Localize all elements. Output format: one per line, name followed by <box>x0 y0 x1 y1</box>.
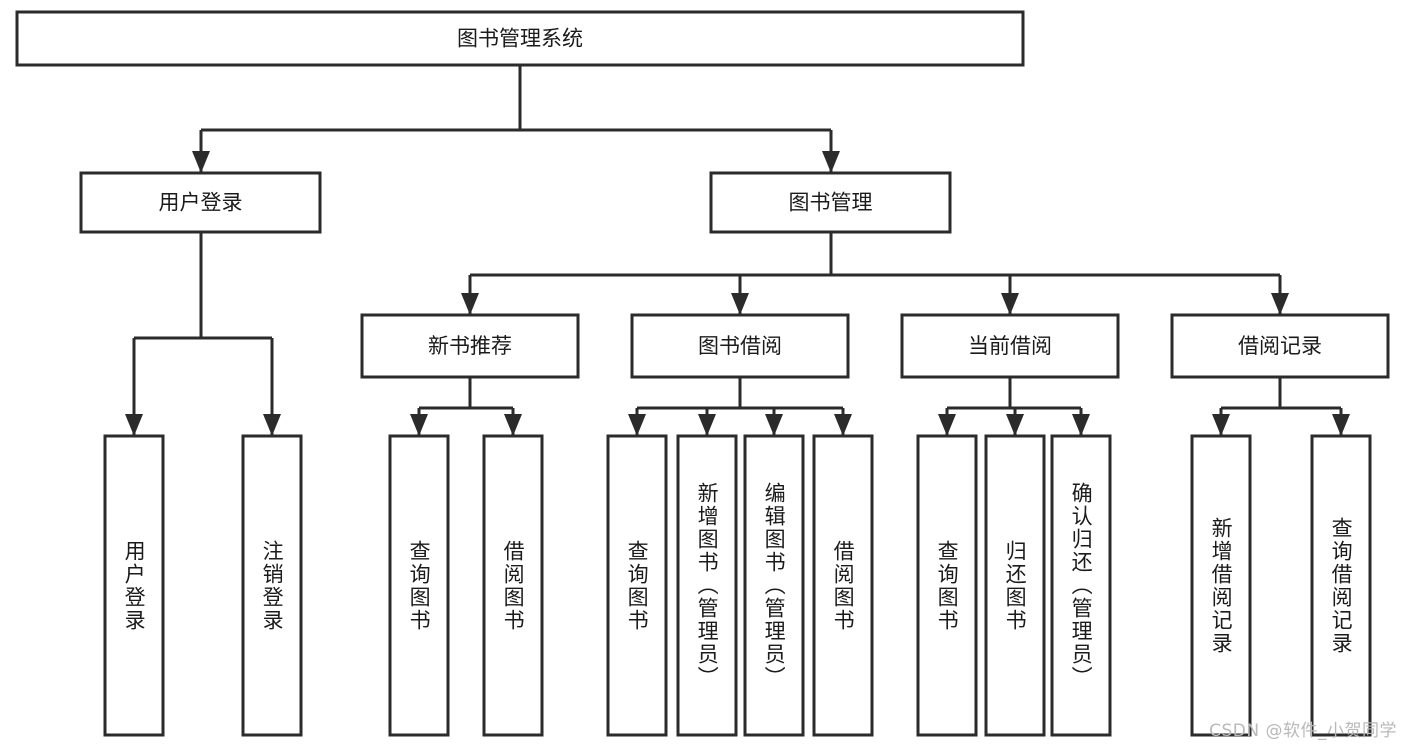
node-box-leaf-logout[interactable] <box>241 434 303 737</box>
node-box-leaf-query-book-recommend[interactable] <box>388 434 450 737</box>
node-label-user-login: 用户登录 <box>159 191 243 215</box>
arrow-head-icon <box>192 151 210 173</box>
arrow-head-icon <box>1212 414 1230 436</box>
arrow-head-icon <box>263 414 281 436</box>
arrow-head-icon <box>1001 293 1019 315</box>
arrow-head-icon <box>765 414 783 436</box>
node-box-leaf-confirm-return-admin[interactable] <box>1050 434 1112 737</box>
node-box-book-manage[interactable] <box>709 171 952 234</box>
arrow-head-icon <box>1006 414 1024 436</box>
arrow-head-icon <box>1271 293 1289 315</box>
node-box-leaf-return-book[interactable] <box>984 434 1046 737</box>
arrow-head-icon <box>628 414 646 436</box>
boxes-layer <box>15 10 1390 737</box>
arrow-head-icon <box>504 414 522 436</box>
arrow-head-icon <box>698 414 716 436</box>
node-label-current-borrow: 当前借阅 <box>968 334 1052 358</box>
node-box-leaf-user-login[interactable] <box>103 434 165 737</box>
node-box-borrow-record[interactable] <box>1170 313 1390 379</box>
arrow-head-icon <box>731 293 749 315</box>
node-box-user-login[interactable] <box>79 171 322 234</box>
node-box-leaf-add-borrow-record[interactable] <box>1190 434 1252 737</box>
arrow-head-icon <box>125 414 143 436</box>
node-box-current-borrow[interactable] <box>900 313 1120 379</box>
node-label-root: 图书管理系统 <box>457 27 583 51</box>
node-box-leaf-borrow-book-recommend[interactable] <box>482 434 544 737</box>
arrow-head-icon <box>834 414 852 436</box>
arrow-head-icon <box>1332 414 1350 436</box>
node-box-leaf-query-book-borrow[interactable] <box>606 434 668 737</box>
connectors-layer <box>125 65 1350 436</box>
node-box-leaf-edit-book-admin[interactable] <box>743 434 805 737</box>
node-label-borrow-record: 借阅记录 <box>1238 334 1322 358</box>
node-box-book-borrow[interactable] <box>630 313 850 379</box>
node-box-leaf-query-book-current[interactable] <box>916 434 978 737</box>
arrow-head-icon <box>938 414 956 436</box>
node-box-leaf-add-book-admin[interactable] <box>676 434 738 737</box>
arrow-head-icon <box>410 414 428 436</box>
arrow-head-icon <box>1072 414 1090 436</box>
node-box-new-book-recommend[interactable] <box>360 313 580 379</box>
node-label-new-book-recommend: 新书推荐 <box>428 334 512 358</box>
csdn-watermark: CSDN @软件_小贺同学 <box>1209 721 1397 741</box>
arrow-head-icon <box>461 293 479 315</box>
arrow-head-icon <box>822 151 840 173</box>
node-box-leaf-query-borrow-record[interactable] <box>1310 434 1372 737</box>
node-box-root[interactable] <box>15 10 1025 67</box>
node-box-leaf-borrow-book[interactable] <box>812 434 874 737</box>
node-label-book-borrow: 图书借阅 <box>698 334 782 358</box>
node-label-book-manage: 图书管理 <box>789 191 873 215</box>
